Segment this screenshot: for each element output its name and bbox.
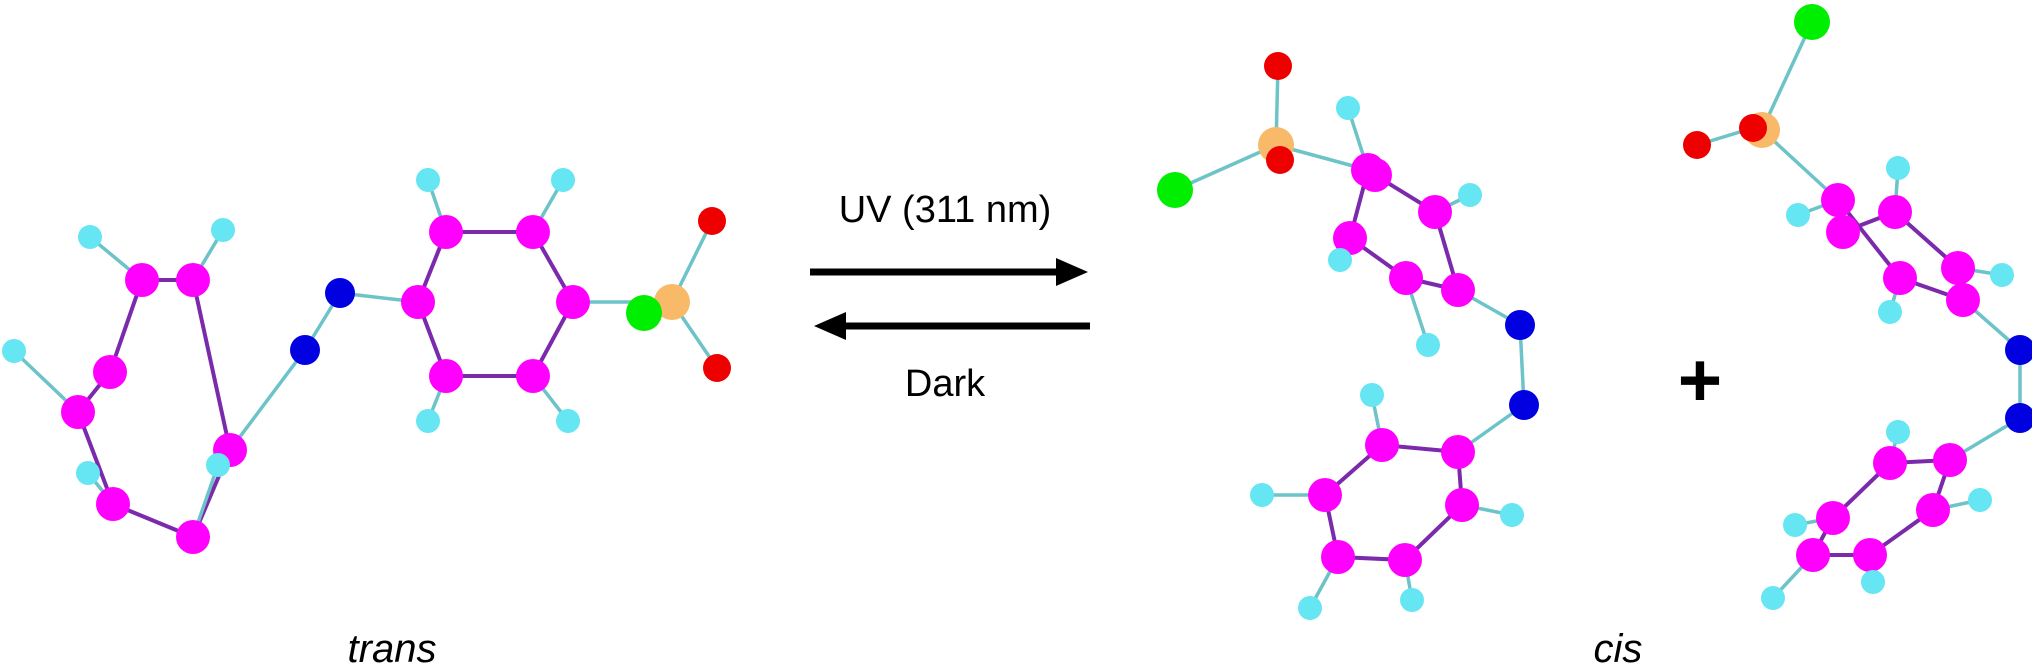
carbon-atom [1441,273,1475,307]
reverse-condition-label: Dark [905,363,986,405]
oxygen-atom [1264,52,1292,80]
trans-isomer-atoms [2,168,731,554]
hydrogen-atom [78,225,102,249]
hydrogen-atom [1761,586,1785,610]
carbon-atom [176,520,210,554]
hydrogen-atom [1500,503,1524,527]
carbon-atom [1826,215,1860,249]
chlorine-atom [1794,4,1830,40]
carbon-atom [1388,543,1422,577]
hydrogen-atom [1878,300,1902,324]
hydrogen-atom [416,409,440,433]
carbon-atom [401,285,435,319]
carbon-atom [1883,261,1917,295]
hydrogen-atom [1298,596,1322,620]
hydrogen-atom [1328,248,1352,272]
hydrogen-atom [206,453,230,477]
hydrogen-atom [1416,333,1440,357]
carbon-atom [1933,443,1967,477]
carbon-atom [1816,501,1850,535]
carbon-atom [1878,195,1912,229]
carbon-atom [1358,158,1392,192]
hydrogen-atom [211,218,235,242]
carbon-atom [1389,261,1423,295]
carbon-atom [1873,446,1907,480]
carbon-atom [516,215,550,249]
oxygen-atom [703,354,731,382]
nitrogen-atom [2005,335,2032,365]
hydrogen-atom [1990,263,2014,287]
hydrogen-atom [1400,588,1424,612]
carbon-atom [1333,221,1367,255]
single-bond [1760,20,1814,132]
oxygen-atom [1739,114,1767,142]
carbon-atom [1853,538,1887,572]
hydrogen-atom [1458,183,1482,207]
hydrogen-atom [1250,483,1274,507]
hydrogen-atom [2,339,26,363]
carbon-atom [1445,488,1479,522]
nitrogen-atom [1509,390,1539,420]
hydrogen-atom [1786,203,1810,227]
carbon-atom [61,395,95,429]
oxygen-atom [1266,146,1294,174]
plus-sign: + [1678,338,1722,423]
phosphorus-atom [654,284,690,320]
carbon-atom [1308,478,1342,512]
oxygen-atom [698,207,726,235]
forward-arrowhead [1056,258,1088,286]
carbon-atom [429,359,463,393]
chlorine-atom [1157,172,1193,208]
carbon-atom [1821,183,1855,217]
carbon-atom [96,487,130,521]
carbon-atom [125,263,159,297]
aromatic-bond [191,278,232,452]
hydrogen-atom [551,168,575,192]
nitrogen-atom [325,278,355,308]
hydrogen-atom [1886,420,1910,444]
hydrogen-atom [1861,570,1885,594]
hydrogen-atom [416,168,440,192]
carbon-atom [516,359,550,393]
cis-isomer-two-atoms [1683,4,2032,610]
nitrogen-atom [1505,310,1535,340]
carbon-atom [1441,435,1475,469]
single-bond [228,348,307,452]
hydrogen-atom [556,409,580,433]
carbon-atom [1916,493,1950,527]
oxygen-atom [1683,131,1711,159]
single-bond [1173,143,1278,192]
forward-condition-label: UV (311 nm) [839,189,1052,231]
atom-layer [2,4,2032,620]
cis-isomer-label: cis [1594,627,1643,668]
equilibrium-arrows [810,258,1090,340]
hydrogen-atom [76,461,100,485]
hydrogen-atom [1336,96,1360,120]
trans-isomer-label: trans [348,627,437,668]
bond-layer [12,20,2022,610]
reverse-arrowhead [814,312,846,340]
carbon-atom [1321,540,1355,574]
carbon-atom [556,285,590,319]
carbon-atom [93,355,127,389]
carbon-atom [1418,195,1452,229]
hydrogen-atom [1783,513,1807,537]
nitrogen-atom [290,335,320,365]
cis-isomer-one-bonds [1173,64,1526,610]
hydrogen-atom [1360,383,1384,407]
carbon-atom [1796,538,1830,572]
cis-isomer-one-atoms [1157,52,1539,620]
chlorine-atom [626,295,662,331]
carbon-atom [1941,251,1975,285]
nitrogen-atom [2005,403,2032,433]
carbon-atom [176,263,210,297]
carbon-atom [1946,283,1980,317]
carbon-atom [429,215,463,249]
carbon-atom [1365,428,1399,462]
hydrogen-atom [1886,156,1910,180]
hydrogen-atom [1968,488,1992,512]
